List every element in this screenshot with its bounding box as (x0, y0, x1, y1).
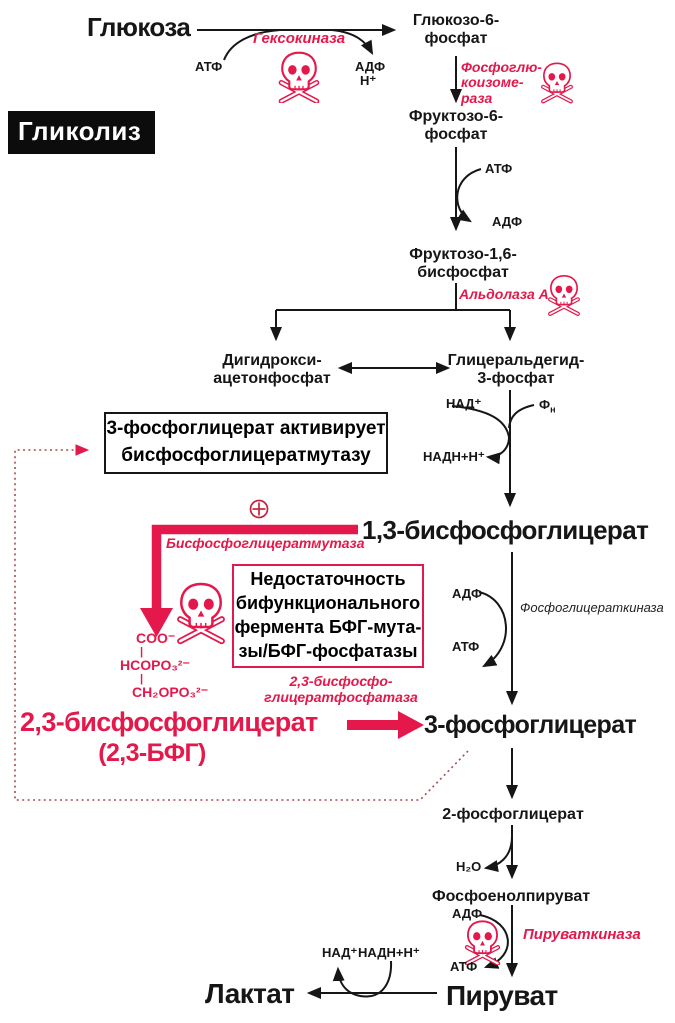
activation-note-text: 3-фосфоглицерат активирует бисфосфоглице… (106, 418, 386, 466)
metabolite-gap: Глицеральдегид- 3-фосфат (447, 352, 585, 387)
curve-atp-adp-pfk (456, 168, 482, 223)
water-label-enolase: H₂O (456, 859, 482, 874)
metabolite-23bpg: 2,3-бисфосфоглицерат (20, 707, 318, 737)
nadh-label-ldh: НАДН+Н⁺ (358, 945, 420, 960)
skull-icon-pgi (543, 63, 571, 101)
structure-bond-1: | (140, 646, 144, 658)
deficiency-note-text: Недостаточность бифункционального фермен… (234, 569, 422, 661)
metabolite-pyruvate: Пируват (446, 980, 558, 1011)
atp-label-pfk: АТФ (485, 161, 513, 176)
metabolite-g6p: Глюкозо-6- фосфат (412, 12, 500, 47)
curve-atp-in-hexokinase (223, 29, 281, 61)
plus-circle-activation-icon (249, 499, 269, 519)
metabolite-lactate: Лактат (205, 978, 295, 1009)
metabolite-f16bp: Фруктозо-1,6- бисфосфат (409, 246, 517, 281)
enzyme-phosphoglycerate-kinase: Фосфоглицераткиназа (520, 600, 664, 615)
enzyme-phosphoglucoisomerase: Фосфоглю- коизоме- раза (461, 59, 542, 106)
enzyme-pyruvate-kinase: Пируваткиназа (523, 926, 641, 943)
nad-label-ldh: НАД⁺ (322, 945, 358, 960)
red-elbow-arrow-bpg-mutase (140, 524, 358, 637)
enzyme-bpg-mutase: Бисфосфоглицератмутаза (166, 535, 365, 551)
atp-label-pgk: АТФ (452, 639, 480, 654)
metabolite-2pg: 2-фосфоглицерат (442, 806, 584, 823)
structure-line-ch2opo: CH₂OPO₃²⁻ (132, 684, 209, 700)
diagram-title: Гликолиз (8, 111, 156, 154)
metabolite-23bpg-abbr: (2,3-БФГ) (98, 739, 206, 767)
metabolite-pep: Фосфоенолпируват (431, 888, 591, 905)
nadh-label-gapdh: НАДН+Н⁺ (423, 449, 485, 464)
pi-subscript: н (550, 404, 556, 415)
metabolite-13bpg: 1,3-бисфосфоглицерат (362, 515, 649, 545)
curve-h2o-out (483, 835, 513, 872)
pi-label: Фн (539, 397, 556, 415)
atp-label-pk: АТФ (450, 959, 478, 974)
hplus-label-hexokinase: H⁺ (360, 73, 377, 88)
red-arrow-23bpg-to-3pg (347, 711, 424, 739)
curve-adp-atp-pgk (478, 591, 507, 668)
atp-label-hexokinase: АТФ (195, 59, 223, 74)
enzyme-aldolase-a: Альдолаза А (459, 286, 549, 302)
adp-label-pgk: АДФ (452, 586, 483, 601)
pi-base: Ф (539, 397, 551, 412)
curve-adp-out-hexokinase (331, 29, 374, 55)
metabolite-glucose: Глюкоза (87, 12, 191, 42)
adp-label-hexokinase: АДФ (355, 59, 386, 74)
metabolite-f6p: Фруктозо-6- фосфат (408, 108, 504, 143)
metabolite-3pg: 3-фосфоглицерат (424, 711, 637, 739)
skull-icon-bpg-deficiency (180, 584, 222, 641)
adp-label-pfk: АДФ (492, 214, 523, 229)
deficiency-note-box: Недостаточность бифункционального фермен… (232, 564, 424, 668)
enzyme-bpg-phosphatase: 2,3-бисфосфо- глицератфосфатаза (264, 673, 418, 706)
skull-icon-aldolase (550, 276, 578, 314)
structure-bond-2: | (140, 673, 144, 685)
nad-label-gapdh: НАД⁺ (446, 396, 482, 411)
metabolite-dhap: Дигидрокси- ацетонфосфат (213, 352, 331, 387)
adp-label-pk: АДФ (452, 906, 483, 921)
curve-nadh-nad-ldh (332, 960, 393, 998)
structure-line-coo: COO⁻ (136, 630, 176, 646)
curve-pi-in (508, 404, 535, 429)
curve-nad-to-nadh (451, 405, 511, 465)
structure-line-hcopo: HCOPO₃²⁻ (120, 657, 190, 673)
skull-icon-pyruvate-kinase (467, 921, 498, 963)
enzyme-hexokinase: Гексокиназа (253, 30, 346, 47)
skull-icon-hexokinase (281, 53, 316, 102)
activation-note-box: 3-фосфоглицерат активирует бисфосфоглице… (104, 412, 388, 474)
